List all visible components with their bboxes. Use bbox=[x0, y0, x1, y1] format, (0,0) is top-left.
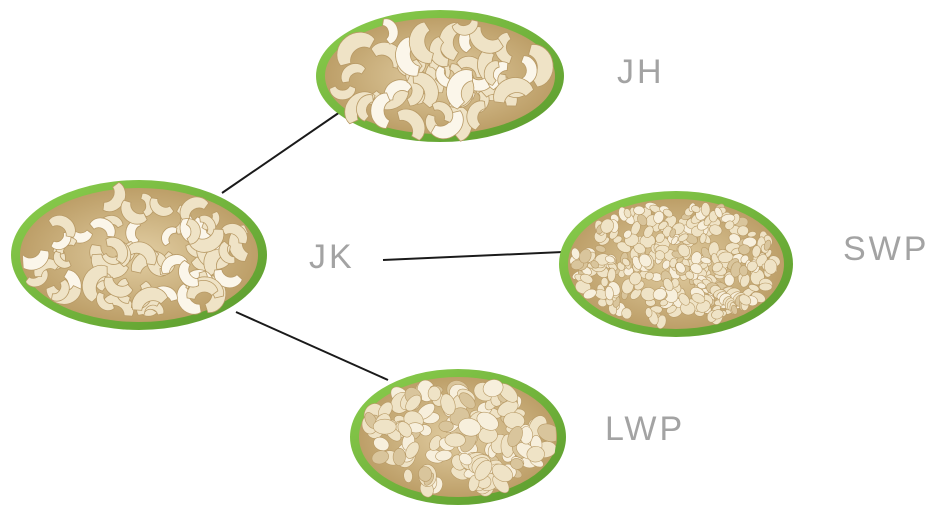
grade-label-jk: JK bbox=[309, 240, 355, 274]
bowl-lwp bbox=[350, 369, 566, 505]
connector-jk-to-swp bbox=[383, 252, 563, 260]
cashew-piece bbox=[738, 245, 750, 255]
cashew-piece bbox=[633, 206, 644, 215]
cashew-piece bbox=[373, 419, 396, 434]
cashew-piece bbox=[759, 283, 772, 291]
bowl-center bbox=[11, 180, 267, 330]
grade-label-lwp: LWP bbox=[605, 412, 685, 446]
connector-center-to-lwp bbox=[236, 312, 388, 380]
bowl-jh bbox=[316, 10, 564, 146]
cashew-piece bbox=[428, 386, 441, 401]
cashew-piece bbox=[439, 421, 454, 432]
cashew-piece bbox=[601, 277, 609, 286]
connector-center-to-jh bbox=[222, 112, 340, 193]
cashew-piece bbox=[393, 448, 406, 466]
grade-label-jh: JH bbox=[617, 55, 665, 89]
grade-label-swp: SWP bbox=[843, 232, 929, 266]
bowl-swp bbox=[559, 191, 793, 337]
